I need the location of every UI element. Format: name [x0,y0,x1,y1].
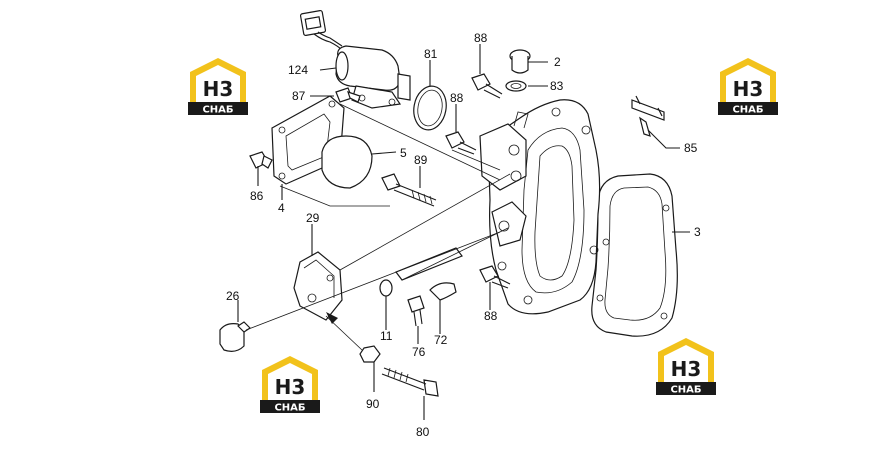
label-88-middle: 88 [450,91,464,105]
shaft-11 [379,247,463,297]
logo-mark: H3 [203,77,234,101]
nut-90 [359,345,381,363]
logo-word: СНАБ [202,105,233,116]
label-90: 90 [366,397,380,411]
bracket-85 [631,95,665,137]
label-2: 2 [554,55,561,69]
bolt-87 [335,87,361,103]
clip-72 [429,282,457,301]
brand-logo-bottom-left: H3 СНАБ [260,356,320,414]
logo-mark: H3 [733,77,764,101]
washer-83 [505,80,527,92]
bolt-86 [249,151,273,169]
label-29: 29 [306,211,320,225]
label-72: 72 [434,333,448,347]
leader-lines [237,44,690,420]
label-5: 5 [400,146,407,160]
label-11: 11 [380,329,393,343]
label-89: 89 [414,153,428,167]
bolt-88-top [471,73,503,99]
label-87: 87 [292,89,306,103]
label-88-top: 88 [474,31,488,45]
logo-word: СНАБ [670,385,701,396]
bolt-76 [407,295,425,327]
governor-housing [479,99,601,315]
logo-word: СНАБ [732,105,763,116]
label-81: 81 [424,47,438,61]
logo-mark: H3 [671,357,702,381]
brand-logo-top-right: H3 СНАБ [718,58,778,116]
label-3: 3 [694,225,701,239]
label-124: 124 [288,63,308,77]
bolt-89 [381,173,437,207]
label-86: 86 [250,189,264,203]
label-76: 76 [412,345,426,359]
bolt-88-middle [445,131,477,155]
logo-word: СНАБ [274,403,305,414]
lever-29 [293,251,343,321]
label-83: 83 [550,79,564,93]
bolt-88-bottom [479,265,511,289]
gasket-3 [591,173,678,337]
bolt-80 [381,367,439,397]
label-26: 26 [226,289,240,303]
label-80: 80 [416,425,430,439]
brand-logo-bottom-right: H3 СНАБ [656,338,716,396]
solenoid-124 [299,9,411,109]
plug-26 [219,321,251,352]
label-88-bottom: 88 [484,309,498,323]
label-85: 85 [684,141,698,155]
o-ring-81 [413,85,447,131]
label-4: 4 [278,201,285,215]
logo-mark: H3 [275,375,306,399]
seal-5 [321,135,373,189]
brand-logo-top-left: H3 СНАБ [188,58,248,116]
plug-2 [509,49,531,74]
